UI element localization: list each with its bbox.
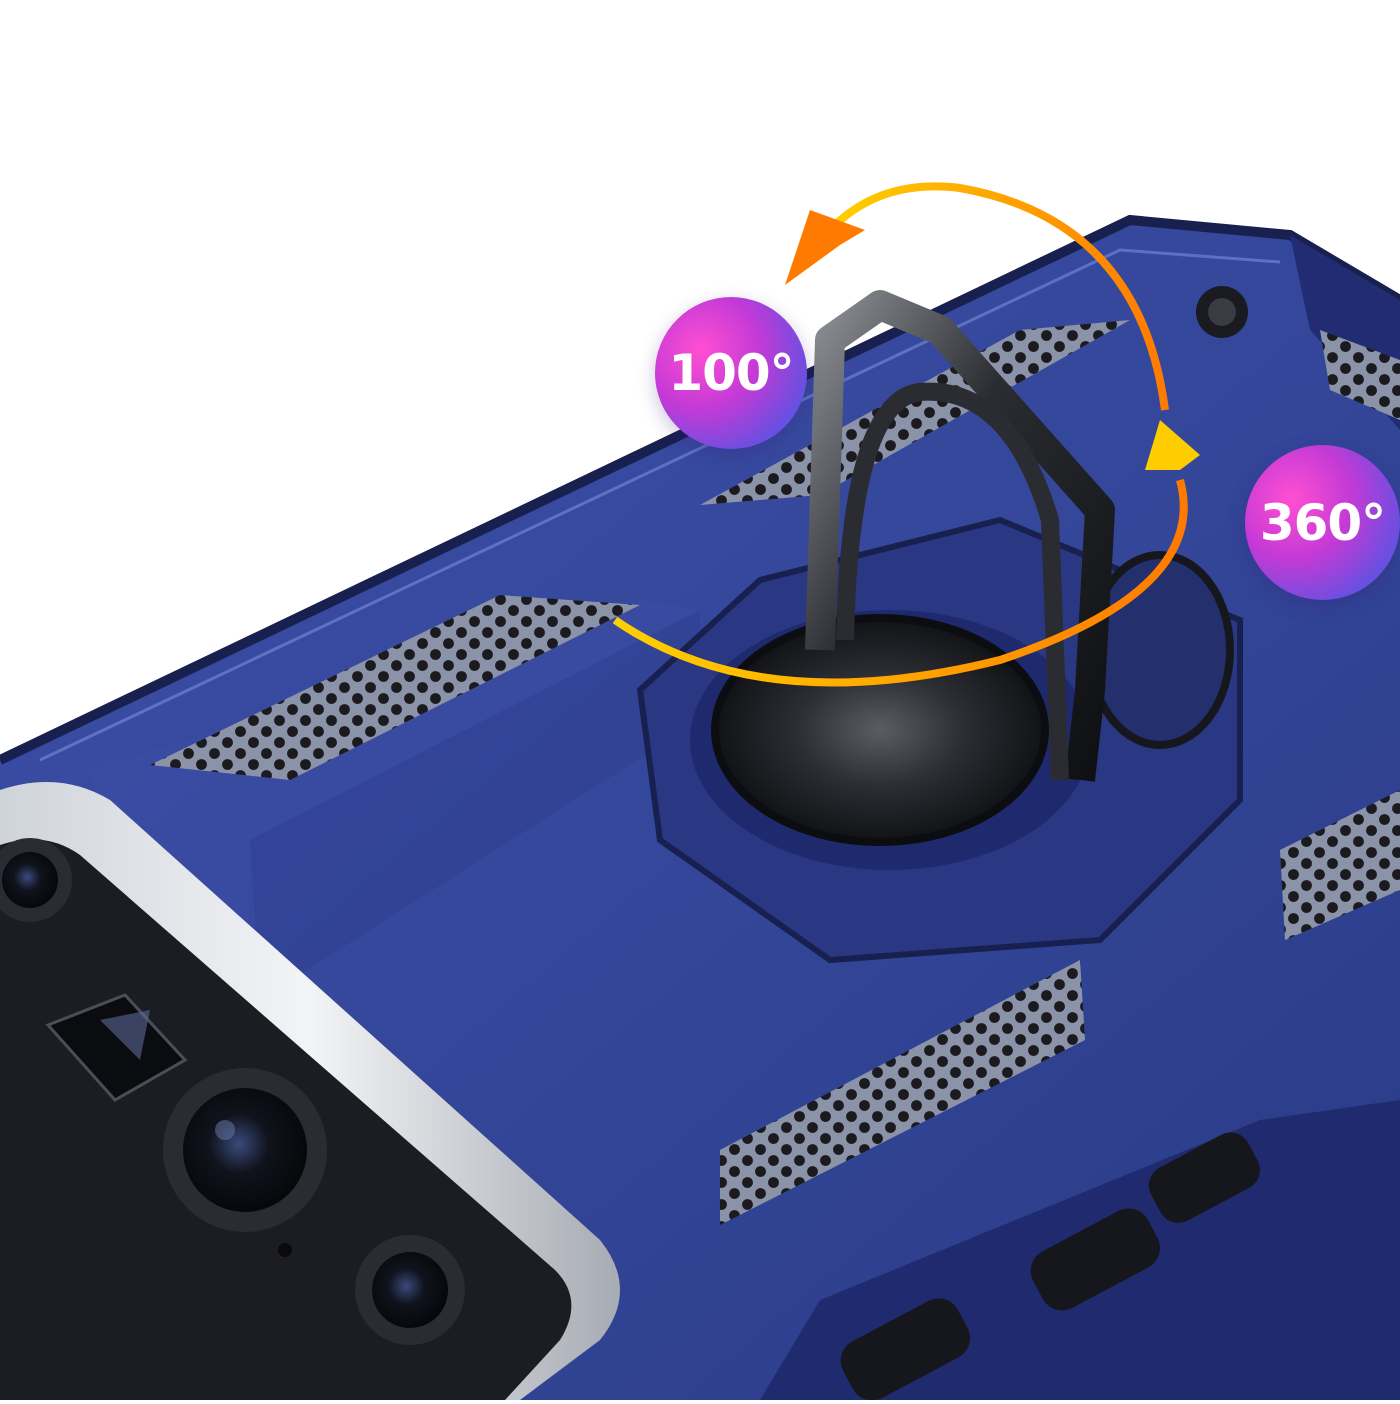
camera-lens-icon (0, 838, 465, 1345)
camera-module (0, 782, 620, 1400)
grip-strips (150, 320, 1400, 1225)
rotation-arrow-icon (612, 182, 1200, 687)
rotation-angle-badge: 360° (1245, 445, 1400, 600)
tilt-angle-badge: 100° (655, 297, 807, 449)
